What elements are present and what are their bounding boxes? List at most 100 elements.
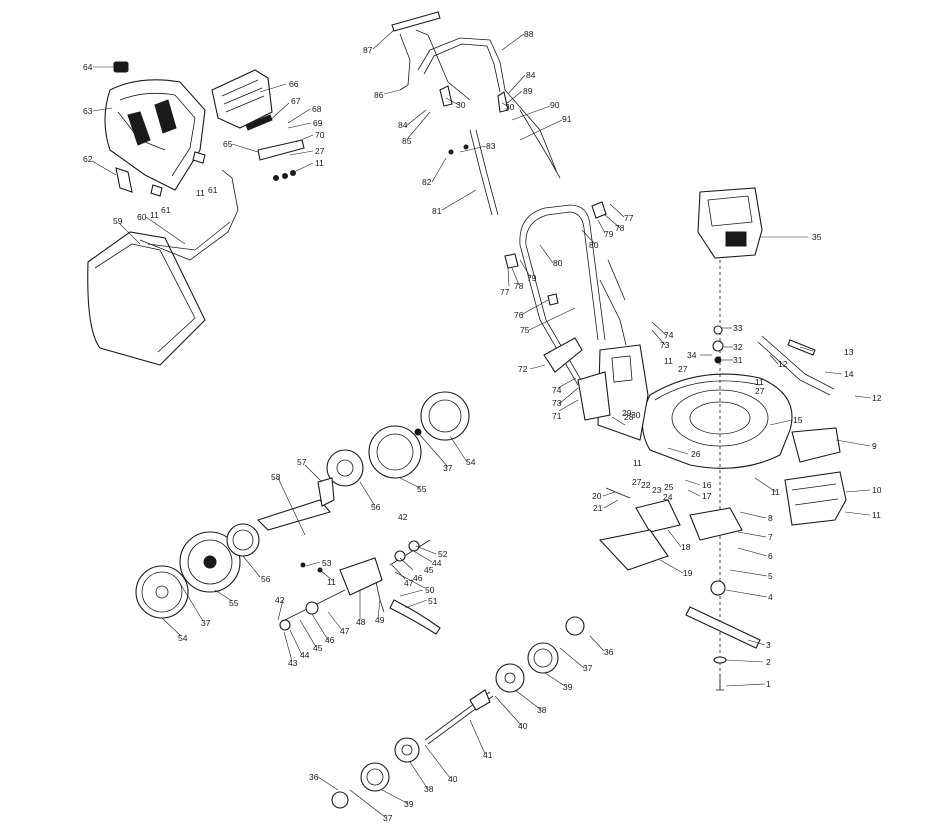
callout-88: 88 bbox=[524, 29, 534, 39]
callout-78a: 78 bbox=[615, 223, 625, 233]
front-hub-left bbox=[394, 737, 420, 763]
callout-85: 85 bbox=[402, 136, 412, 146]
callout-55a: 55 bbox=[417, 484, 427, 494]
rear-wheel-left bbox=[135, 565, 189, 619]
deck-assembly bbox=[577, 187, 847, 691]
callout-19: 19 bbox=[683, 568, 693, 578]
callout-32: 32 bbox=[733, 342, 743, 352]
callout-9: 9 bbox=[872, 441, 877, 451]
mower-deck bbox=[641, 373, 793, 469]
rear-flap bbox=[211, 69, 273, 129]
callout-11g: 11 bbox=[771, 487, 780, 497]
callout-43: 43 bbox=[288, 658, 298, 668]
callout-6: 6 bbox=[768, 551, 773, 561]
callout-73a: 73 bbox=[660, 340, 670, 350]
lower-handle bbox=[519, 204, 606, 341]
wheel-hub-right bbox=[326, 449, 364, 487]
callout-42a: 42 bbox=[398, 512, 408, 522]
callout-67: 67 bbox=[291, 96, 301, 106]
callout-11e: 11 bbox=[755, 377, 764, 387]
blade-adapter bbox=[710, 580, 726, 596]
callout-53: 53 bbox=[322, 558, 332, 568]
callout-labels: 64 63 62 59 60 11 61 11 61 65 66 67 68 6… bbox=[83, 29, 882, 823]
upper-handle-grip bbox=[391, 11, 441, 32]
callout-64: 64 bbox=[83, 62, 93, 72]
callout-22: 22 bbox=[641, 480, 651, 490]
callout-28: 28 bbox=[624, 412, 634, 422]
bag-frame bbox=[139, 169, 239, 261]
callout-13: 13 bbox=[844, 347, 854, 357]
callout-50: 50 bbox=[425, 585, 435, 595]
front-tyre-right bbox=[527, 642, 559, 674]
callout-49: 49 bbox=[375, 615, 385, 625]
callout-72: 72 bbox=[518, 364, 528, 374]
callout-80b: 80 bbox=[553, 258, 563, 268]
callout-36a: 36 bbox=[604, 647, 614, 657]
callout-26: 26 bbox=[691, 449, 701, 459]
callout-40a: 40 bbox=[518, 721, 528, 731]
front-tyre-left bbox=[360, 762, 390, 792]
callout-70: 70 bbox=[315, 130, 325, 140]
front-wheel-assembly bbox=[331, 616, 585, 809]
callout-86: 86 bbox=[374, 90, 384, 100]
callout-37d: 37 bbox=[383, 813, 393, 823]
callout-54a: 54 bbox=[466, 457, 476, 467]
leader-lines bbox=[91, 29, 872, 818]
callout-12a: 12 bbox=[778, 359, 788, 369]
callout-39a: 39 bbox=[563, 682, 573, 692]
rear-axle-arm bbox=[256, 499, 331, 531]
callout-60: 60 bbox=[137, 212, 147, 222]
callout-27b: 27 bbox=[678, 364, 688, 374]
callout-78b: 78 bbox=[514, 281, 524, 291]
callout-11i: 11 bbox=[327, 577, 336, 587]
callout-36b: 36 bbox=[309, 772, 319, 782]
callout-52: 52 bbox=[438, 549, 448, 559]
cable-guide bbox=[543, 337, 583, 373]
callout-57: 57 bbox=[297, 457, 307, 467]
callout-80a: 80 bbox=[589, 240, 599, 250]
callout-46a: 46 bbox=[413, 573, 423, 583]
callout-35: 35 bbox=[812, 232, 822, 242]
callout-25: 25 bbox=[664, 482, 674, 492]
side-discharge bbox=[635, 499, 681, 533]
callout-48: 48 bbox=[356, 617, 366, 627]
callout-38a: 38 bbox=[537, 705, 547, 715]
callout-45a: 45 bbox=[424, 565, 434, 575]
callout-84b: 84 bbox=[398, 120, 408, 130]
callout-17: 17 bbox=[702, 491, 712, 501]
callout-54b: 54 bbox=[178, 633, 188, 643]
callout-61b: 61 bbox=[208, 185, 218, 195]
callout-58: 58 bbox=[271, 472, 281, 482]
callout-76: 76 bbox=[514, 310, 524, 320]
callout-1: 1 bbox=[766, 679, 771, 689]
callout-5: 5 bbox=[768, 571, 773, 581]
callout-61a: 61 bbox=[161, 205, 171, 215]
mulch-plug bbox=[689, 507, 743, 541]
callout-79b: 79 bbox=[527, 273, 537, 283]
callout-66: 66 bbox=[289, 79, 299, 89]
callout-71: 71 bbox=[552, 411, 562, 421]
bag-cover bbox=[104, 79, 206, 191]
callout-11h: 11 bbox=[633, 458, 642, 468]
front-cover bbox=[791, 427, 841, 463]
handle-assembly bbox=[391, 11, 627, 386]
callout-20: 20 bbox=[592, 491, 602, 501]
callout-11b: 11 bbox=[196, 188, 205, 198]
callout-37c: 37 bbox=[583, 663, 593, 673]
callout-27a: 27 bbox=[315, 146, 325, 156]
callout-69: 69 bbox=[313, 118, 323, 128]
callout-73b: 73 bbox=[552, 398, 562, 408]
callout-83: 83 bbox=[486, 141, 496, 151]
callout-65: 65 bbox=[223, 139, 233, 149]
callout-44b: 44 bbox=[300, 650, 310, 660]
callout-11d: 11 bbox=[664, 356, 673, 366]
callout-91: 91 bbox=[562, 114, 572, 124]
callout-37b: 37 bbox=[201, 618, 211, 628]
callout-42b: 42 bbox=[275, 595, 285, 605]
callout-23: 23 bbox=[652, 485, 662, 495]
callout-3: 3 bbox=[766, 640, 771, 650]
callout-39b: 39 bbox=[404, 799, 414, 809]
callout-27c: 27 bbox=[755, 386, 765, 396]
callout-11c: 11 bbox=[315, 158, 324, 168]
